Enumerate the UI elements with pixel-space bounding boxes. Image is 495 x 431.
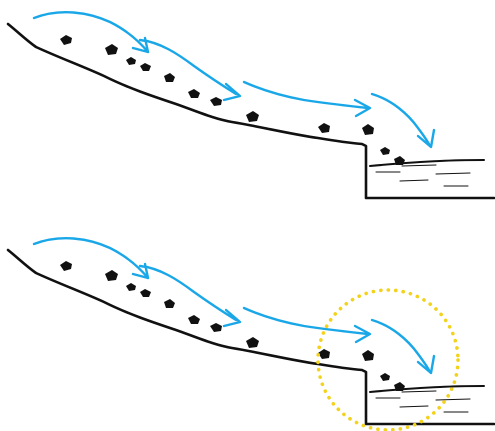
stream-sketch [6,236,495,426]
waterfall-highlight-circle [316,288,460,431]
panel-bottom [6,236,495,431]
panel-top [6,10,495,200]
stream-sketch [6,10,495,200]
